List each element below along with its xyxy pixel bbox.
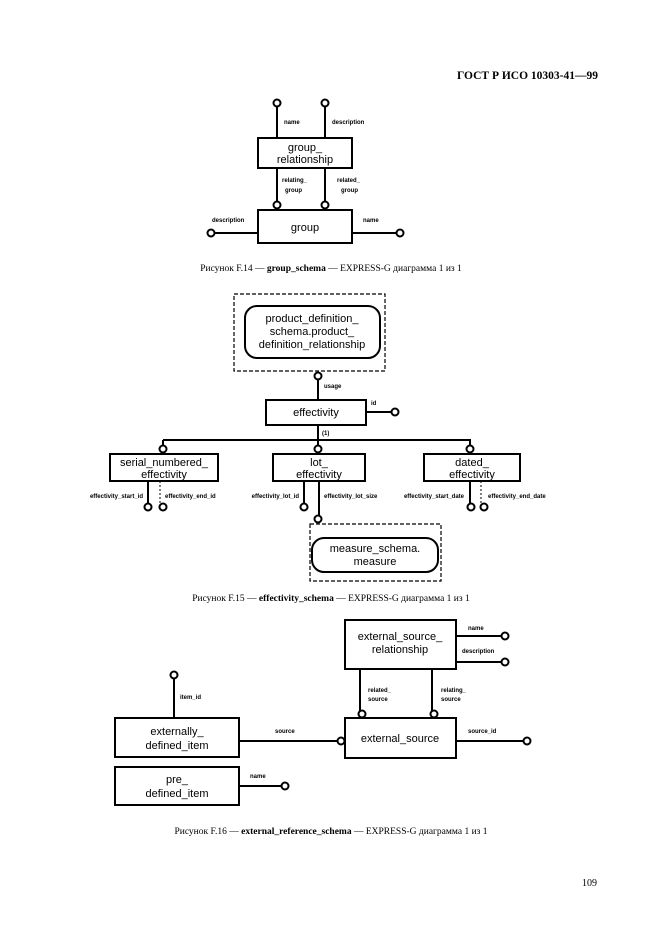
entity-label: measure_schema. [330,543,421,555]
page-reference-frame [309,523,442,582]
relation-circle-icon [313,371,323,381]
attr-lot-id: effectivity_lot_id [252,494,300,500]
attr-source: source [275,729,295,735]
attribute-circle-icon [280,781,290,791]
attr-start-id: effectivity_start_id [90,494,143,500]
attr-name: name [250,774,266,780]
figure-caption: Рисунок F.15 — effectivity_schema — EXPR… [192,594,470,604]
attr-source-id: source_id [468,729,497,735]
attr-lot-size: effectivity_lot_size [324,494,378,500]
attr-description: description [212,218,245,224]
entity-label: defined_item [146,788,209,800]
attribute-circle-icon [390,407,400,417]
subtype-circle-icon [465,444,475,454]
attribute-circle-icon [143,502,153,512]
entity-label: effectivity [141,469,187,481]
entity-label: effectivity [293,407,339,419]
oneof-label: (1) [322,431,329,437]
attribute-circle-icon [272,98,282,108]
entity-label: defined_item [146,740,209,752]
attribute-circle-icon [206,228,216,238]
entity-label: dated_ [455,457,490,469]
attr-related: group [341,188,358,194]
relation-circle-icon [272,200,282,210]
entity-label: relationship [372,644,428,656]
attr-relating: relating_ [441,688,467,694]
entity-dated-effectivity [423,453,521,482]
entity-label: external_source_ [358,631,443,643]
attr-relating: group [285,188,302,194]
entity-label: serial_numbered_ [120,457,209,469]
subtype-circle-icon [158,444,168,454]
attr-description: description [462,649,495,655]
attribute-circle-icon [522,736,532,746]
figure-f14: name description group_ relationship rel… [200,98,462,274]
entity-label: schema.product_ [270,326,355,338]
relation-circle-icon [336,736,346,746]
attr-name: name [363,218,379,224]
entity-label: pre_ [166,774,189,786]
attr-name: name [284,120,300,126]
attr-name: name [468,626,484,632]
attr-relating: relating_ [282,178,308,184]
attr-end-date: effectivity_end_date [488,494,546,500]
entity-label: measure [354,556,397,568]
page-number: 109 [582,878,597,889]
entity-label: group_ [288,142,323,154]
attr-description: description [332,120,365,126]
attribute-circle-icon [313,514,323,524]
attribute-circle-icon [395,228,405,238]
page-reference-frame [233,293,386,372]
entity-serial-numbered-effectivity [109,453,219,482]
entity-label: relationship [277,154,333,166]
attr-related: related_ [368,688,392,694]
entity-label: external_source [361,733,439,745]
attribute-circle-icon [466,502,476,512]
entity-external-source [344,717,457,759]
relation-circle-icon [320,200,330,210]
attribute-circle-icon [320,98,330,108]
entity-label: product_definition_ [266,313,360,325]
attr-related: related_ [337,178,361,184]
relation-circle-icon [429,709,439,719]
attribute-circle-icon [500,631,510,641]
entity-group [257,209,353,244]
optional-attribute-circle-icon [479,502,489,512]
figure-f16: external_source_ relationship name descr… [114,619,532,837]
entity-label: externally_ [150,726,204,738]
figure-f15: product_definition_ schema.product_ defi… [90,293,546,604]
entity-external-source-relationship [344,619,457,670]
entity-label: effectivity [296,469,342,481]
entity-label: group [291,222,319,234]
entity-label: effectivity [449,469,495,481]
entity-pdr-reference [244,305,381,359]
attribute-circle-icon [299,502,309,512]
attribute-circle-icon [169,670,179,680]
attr-related: source [368,697,388,703]
attr-id: id [371,401,377,407]
attr-usage: usage [324,384,342,390]
attr-item-id: item_id [180,695,201,701]
optional-attribute-circle-icon [158,502,168,512]
standard-header: ГОСТ Р ИСО 10303-41—99 [457,70,598,82]
relation-circle-icon [357,709,367,719]
figure-caption: Рисунок F.16 — external_reference_schema… [174,827,487,837]
entity-group-relationship [257,137,353,169]
entity-externally-defined-item [114,717,240,758]
attr-relating: source [441,697,461,703]
subtype-circle-icon [313,444,323,454]
figure-caption: Рисунок F.14 — group_schema — EXPRESS-G … [200,264,462,274]
attr-end-id: effectivity_end_id [165,494,216,500]
attribute-circle-icon [500,657,510,667]
entity-effectivity [265,399,367,426]
entity-label: definition_relationship [259,339,365,351]
entity-measure-reference [311,537,439,573]
attr-start-date: effectivity_start_date [404,494,465,500]
entity-label: lot_ [310,457,329,469]
